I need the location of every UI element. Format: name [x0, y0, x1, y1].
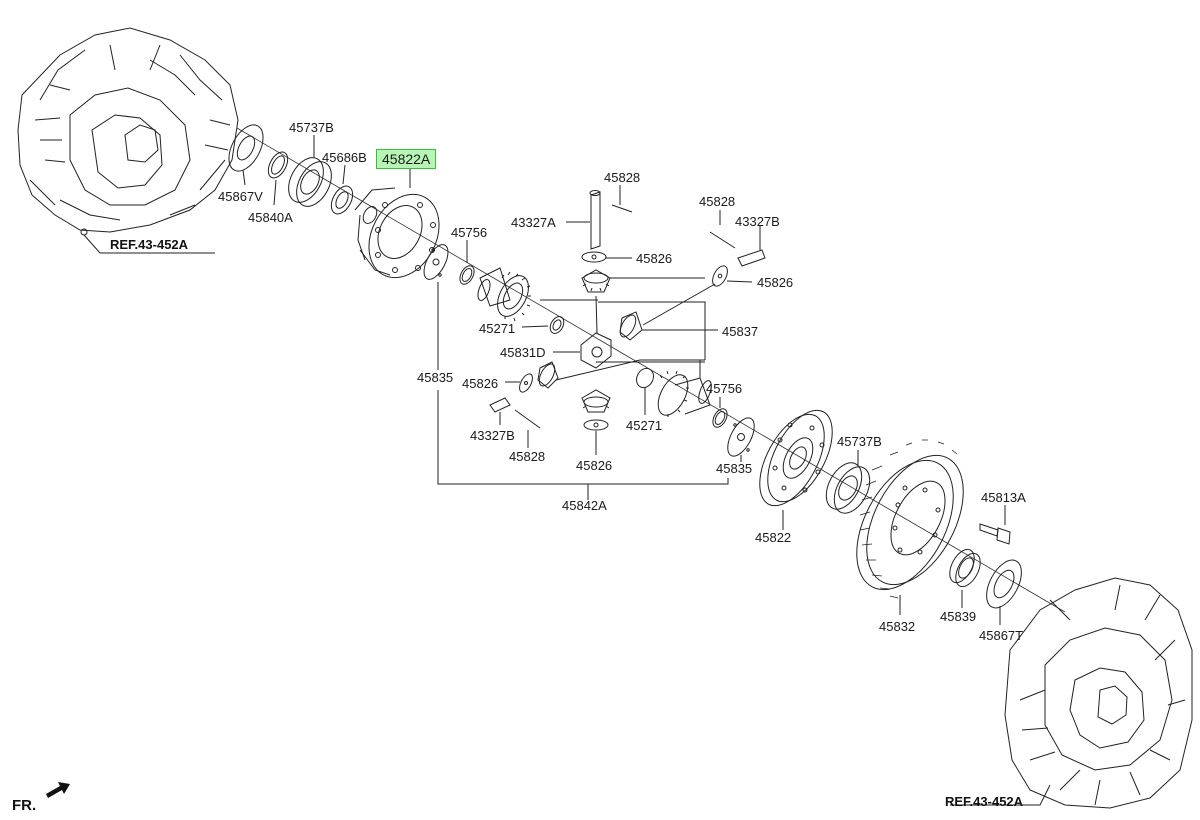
part-label-45737B-bottom[interactable]: 45737B: [837, 434, 882, 449]
part-label-45271-left[interactable]: 45271: [479, 321, 516, 336]
part-label-45828-top[interactable]: 45828: [604, 170, 641, 185]
pinion-gear-top: [581, 269, 611, 293]
bearing-45737B-top: [288, 135, 332, 207]
pin-43327B-left: [489, 397, 541, 448]
washer-45835-right: [727, 417, 755, 462]
part-label-43327A[interactable]: 43327A: [511, 215, 556, 230]
snapring-45756-bottom: [712, 397, 728, 428]
part-label-45826-top[interactable]: 45826: [636, 251, 673, 266]
pinion-shaft-43327A: [566, 185, 633, 250]
shim-45867V: [228, 124, 264, 186]
spacer-45831D: [553, 295, 612, 369]
diff-case-45822: [759, 409, 833, 530]
part-label-45832[interactable]: 45832: [879, 619, 916, 634]
pin-43327B-right: [709, 210, 766, 267]
part-label-45835-left[interactable]: 45835: [417, 370, 454, 385]
part-label-45867T[interactable]: 45867T: [979, 628, 1024, 643]
ref-link-bottom[interactable]: REF.43-452A: [945, 794, 1024, 809]
pinion-gear-bottom: [581, 389, 611, 413]
part-label-45813A[interactable]: 45813A: [981, 490, 1026, 505]
front-marker-label: FR.: [12, 797, 37, 814]
washer-45826-right: [712, 265, 753, 287]
part-label-45271-mid[interactable]: 45271: [626, 418, 663, 433]
side-gear-right: [657, 360, 712, 417]
part-label-45737B-top[interactable]: 45737B: [289, 120, 334, 135]
part-label-45826-left[interactable]: 45826: [462, 376, 499, 391]
part-label-45842A[interactable]: 45842A: [562, 498, 607, 513]
ring-45840A: [267, 151, 289, 206]
transaxle-housing-left: [17, 27, 239, 254]
washer-45835-left: [423, 244, 449, 370]
seal-45839: [949, 548, 981, 608]
seal-45686B: [330, 164, 354, 215]
ref-link-top[interactable]: REF.43-452A: [110, 237, 189, 252]
part-label-45756-top[interactable]: 45756: [451, 225, 488, 240]
side-gear-left: [477, 267, 531, 322]
washer-45826-left: [505, 373, 533, 393]
ring-45271-mid: [636, 367, 654, 415]
snapring-45756-top: [459, 240, 475, 285]
bearing-45737B-bottom: [825, 450, 871, 514]
part-label-45756-bottom[interactable]: 45756: [706, 381, 743, 396]
part-label-45837[interactable]: 45837: [722, 324, 759, 339]
ring-gear-45832: [856, 439, 964, 615]
part-label-45826-right[interactable]: 45826: [757, 275, 794, 290]
part-label-43327B-left[interactable]: 43327B: [470, 428, 515, 443]
part-label-45822A-highlighted[interactable]: 45822A: [376, 149, 437, 169]
washer-45826-top: [581, 251, 632, 263]
kit-bracket-45842A: [437, 277, 729, 500]
shim-45867T: [986, 559, 1022, 625]
part-label-45839[interactable]: 45839: [940, 609, 977, 624]
part-label-45686B[interactable]: 45686B: [322, 150, 367, 165]
part-label-45822[interactable]: 45822: [755, 530, 792, 545]
diff-case-45822A: [354, 168, 440, 279]
pinion-gear-45837: [619, 283, 718, 341]
part-label-45835-right[interactable]: 45835: [716, 461, 753, 476]
ring-45271-left: [521, 316, 565, 334]
pinion-gear-left: [537, 361, 559, 389]
part-label-45831D[interactable]: 45831D: [500, 345, 546, 360]
washer-45826-bottom: [583, 419, 609, 455]
front-arrow-icon: [46, 782, 70, 798]
transaxle-housing-right: [950, 577, 1193, 809]
part-label-45840A[interactable]: 45840A: [248, 210, 293, 225]
part-label-45826-bottom[interactable]: 45826: [576, 458, 613, 473]
part-label-45867V[interactable]: 45867V: [218, 189, 263, 204]
part-label-45828-right[interactable]: 45828: [699, 194, 736, 209]
part-label-43327B-right[interactable]: 43327B: [735, 214, 780, 229]
bolt-45813A: [979, 505, 1011, 545]
part-label-45828-bottom[interactable]: 45828: [509, 449, 546, 464]
